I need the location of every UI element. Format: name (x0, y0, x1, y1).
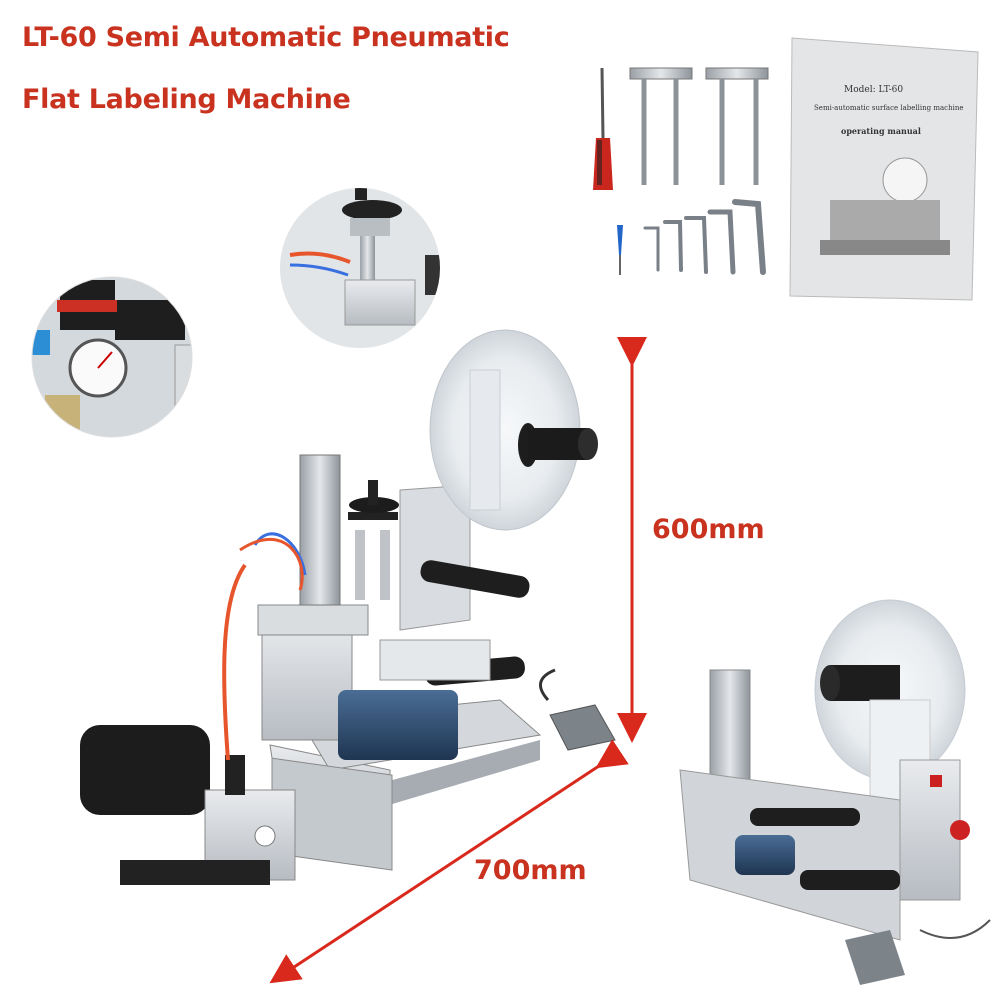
manual-subtitle-text: Semi-automatic surface labelling machine (814, 104, 964, 112)
machine-alt-view (679, 599, 991, 985)
small-screwdriver-icon (617, 225, 623, 275)
t-handle-keys-icon (629, 67, 769, 185)
hex-keys-icon (643, 199, 766, 275)
screwdriver-icon (593, 67, 613, 190)
manual-heading-text: operating manual (841, 126, 921, 136)
manual-model-text: Model: LT-60 (844, 85, 903, 95)
width-dimension-label: 700mm (474, 855, 587, 886)
operating-manual: Model: LT-60 Semi-automatic surface labe… (789, 37, 979, 301)
product-title-line2: Flat Labeling Machine (22, 84, 351, 115)
height-adjuster-inset (280, 188, 440, 348)
product-title-line1: LT-60 Semi Automatic Pneumatic (22, 22, 510, 53)
air-regulator-inset (31, 276, 193, 438)
height-dimension-label: 600mm (652, 514, 765, 545)
width-dimension-arrow (269, 739, 629, 984)
